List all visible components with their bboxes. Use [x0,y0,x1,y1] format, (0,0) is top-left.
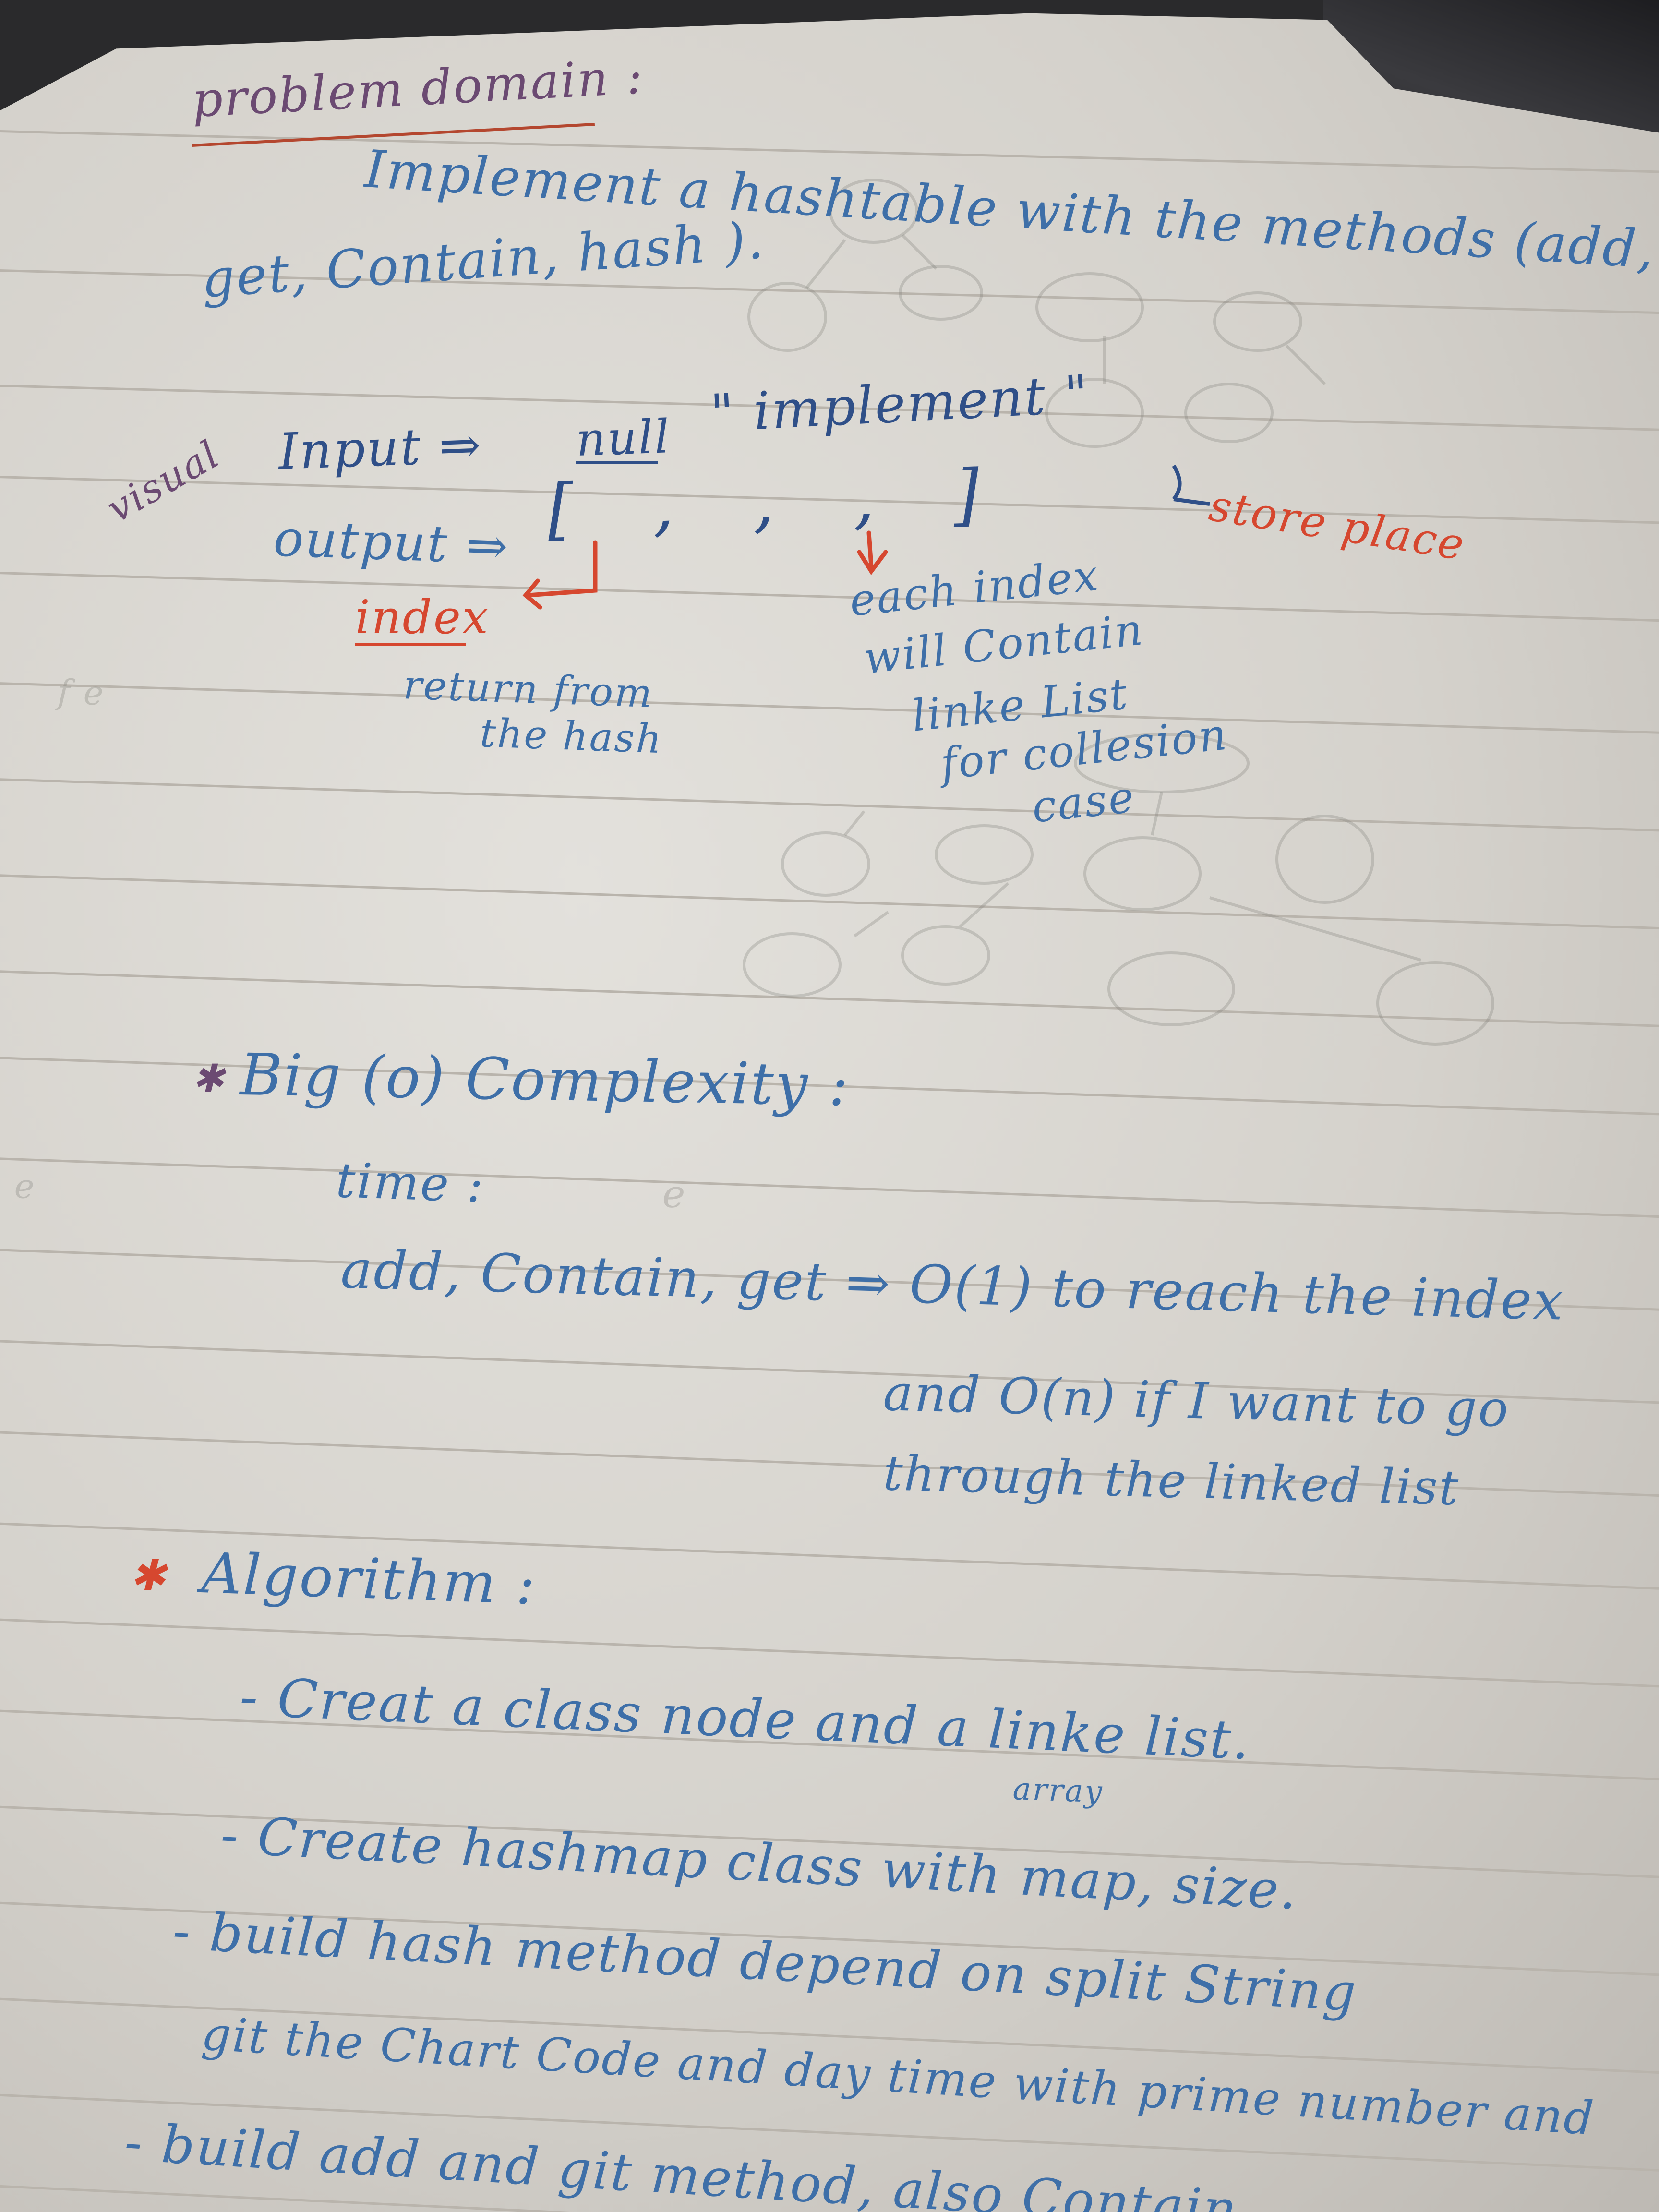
algorithm-step-2-note: array [1012,1771,1104,1810]
index-label: index [355,590,490,644]
index-arrow-icon [526,540,598,598]
each-index-note-5: case [1029,771,1138,833]
down-arrow-icon [857,530,888,575]
time-label: time : [335,1152,486,1214]
complexity-title: Big (o) Complexity : [239,1042,851,1119]
asterisk-icon: ✱ [130,1551,168,1601]
index-note-1: return from [402,662,654,717]
null-underline [576,461,658,464]
index-underline [355,643,466,646]
index-note-2: the hash [479,710,664,763]
bracket-arrow-icon [1172,464,1210,506]
algorithm-title: Algorithm : [200,1541,538,1618]
asterisk-icon: ✱ [192,1056,226,1101]
